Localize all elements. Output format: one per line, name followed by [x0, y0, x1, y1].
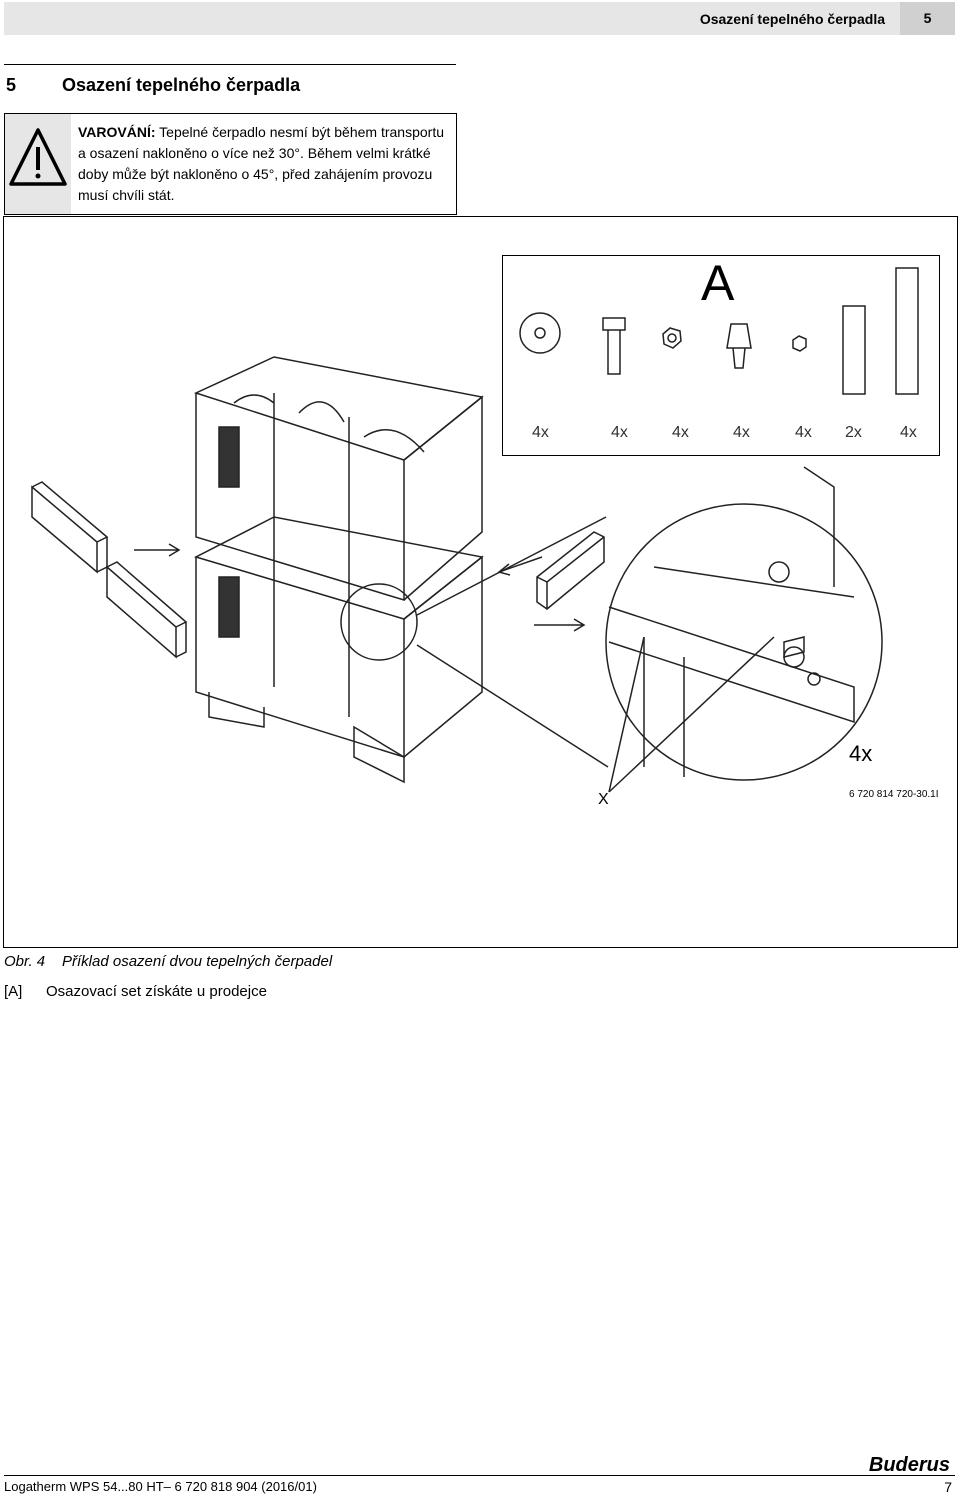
- small-nut-icon: [792, 335, 807, 352]
- kit-letter: A: [701, 255, 735, 311]
- figure-caption-label: Obr. 4: [4, 953, 46, 970]
- footer-divider: [4, 1475, 955, 1476]
- page-header: Osazení tepelného čerpadla 5: [4, 2, 955, 35]
- warning-body: Tepelné čerpadlo nesmí být během transpo…: [78, 124, 445, 203]
- kit-count: 4x: [532, 424, 549, 441]
- kit-count: 2x: [845, 424, 862, 441]
- warning-box: VAROVÁNÍ: Tepelné čerpadlo nesmí být běh…: [4, 113, 457, 215]
- warning-label: VAROVÁNÍ:: [78, 124, 156, 140]
- washer-icon: [519, 312, 561, 354]
- warning-triangle-icon: [9, 128, 67, 186]
- heat-pump-illustration: [31, 356, 883, 793]
- brand-logo: Buderus: [868, 1454, 950, 1476]
- figure-caption-text: Příklad osazení dvou tepelných čerpadel: [62, 953, 333, 970]
- kit-box: A 4x 4x 4x 4x 4x 2x 4x: [502, 255, 940, 456]
- warning-text: VAROVÁNÍ: Tepelné čerpadlo nesmí být běh…: [78, 122, 448, 206]
- legend-key: [A]: [4, 983, 23, 1000]
- kit-parts: [519, 267, 919, 395]
- bolt-icon: [602, 317, 626, 375]
- section-number: 5: [6, 75, 17, 95]
- section-divider: [4, 64, 456, 65]
- spacer-plate-icon: [842, 305, 866, 395]
- nut-icon: [662, 327, 682, 349]
- section-title: Osazení tepelného čerpadla: [62, 75, 301, 95]
- kit-count: 4x: [672, 424, 689, 441]
- detail-count: 4x: [849, 741, 873, 766]
- long-plate-icon: [895, 267, 919, 395]
- chapter-number: 5: [900, 2, 955, 35]
- warning-icon-cell: [5, 114, 71, 214]
- detail-marker: X: [598, 791, 609, 808]
- figure-frame: X 4x 6 720 814 720-30.1I: [3, 216, 958, 948]
- kit-count: 4x: [733, 424, 750, 441]
- footer-doc: Logatherm WPS 54...80 HT– 6 720 818 904 …: [4, 1479, 317, 1494]
- kit-count: 4x: [611, 424, 628, 441]
- legend-text: Osazovací set získáte u prodejce: [46, 983, 267, 1000]
- rubber-foot-icon: [726, 323, 752, 369]
- header-title: Osazení tepelného čerpadla: [699, 11, 885, 27]
- image-code: 6 720 814 720-30.1I: [849, 789, 939, 800]
- page-number: 7: [944, 1479, 952, 1495]
- kit-count: 4x: [900, 424, 917, 441]
- kit-count: 4x: [795, 424, 812, 441]
